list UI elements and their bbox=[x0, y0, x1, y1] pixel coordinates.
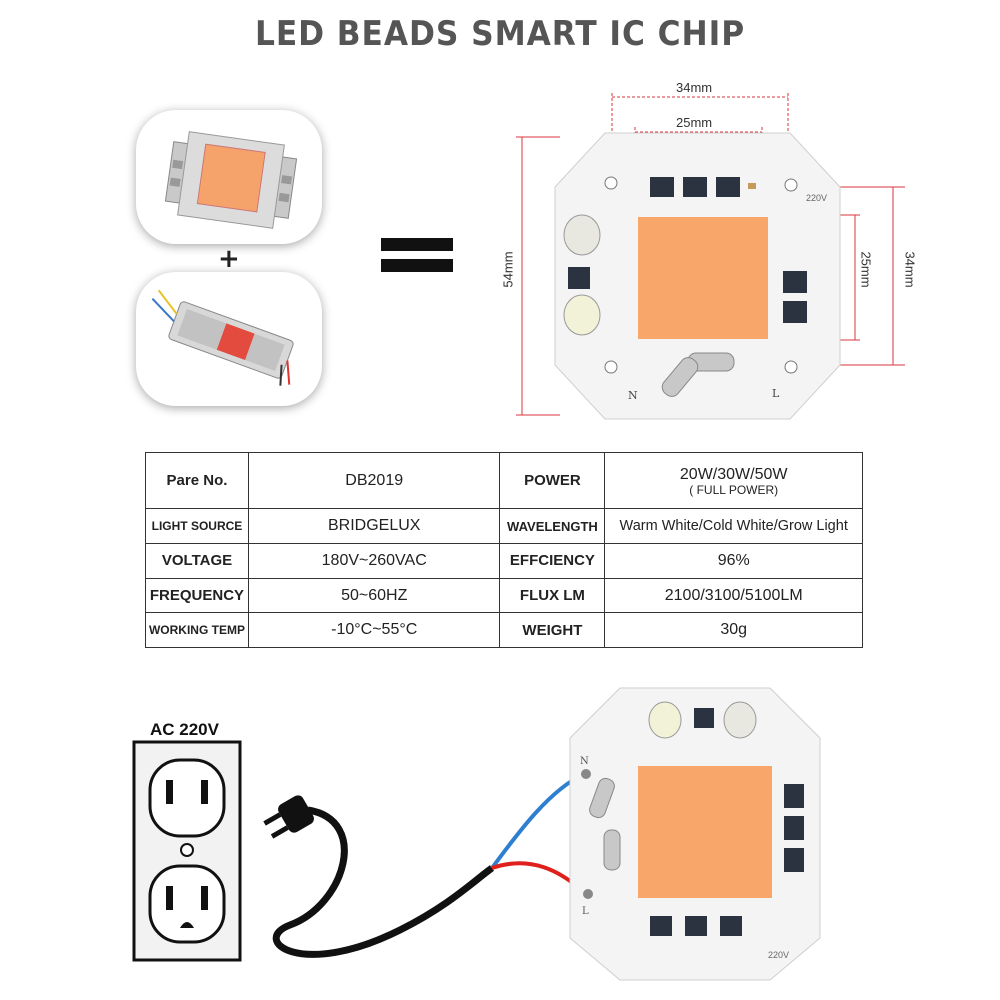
solder-pad-n bbox=[581, 769, 591, 779]
spec-key: VOLTAGE bbox=[145, 543, 249, 579]
ic-chip bbox=[784, 816, 804, 840]
ic-chip bbox=[720, 916, 742, 936]
table-row: Pare No. DB2019 POWER 20W/30W/50W ( FULL… bbox=[145, 451, 863, 510]
capacitor bbox=[648, 701, 682, 739]
ic-chip bbox=[784, 784, 804, 808]
spec-key: FLUX LM bbox=[499, 577, 606, 614]
ic-chip-board-diagram: N L 220V bbox=[516, 93, 905, 420]
ic-chip bbox=[783, 271, 807, 293]
power-cable bbox=[272, 806, 495, 958]
dim-inner-height: 25mm bbox=[858, 251, 874, 288]
wiring-led-square bbox=[638, 766, 772, 898]
table-row: LIGHT SOURCE BRIDGELUX WAVELENGTH Warm W… bbox=[145, 508, 863, 545]
outlet-socket-top bbox=[148, 758, 226, 838]
dim-outer-width: 34mm bbox=[676, 80, 713, 95]
spec-value: BRIDGELUX bbox=[247, 508, 501, 545]
spec-value: 96% bbox=[604, 543, 863, 579]
ic-chip bbox=[650, 177, 674, 197]
mount-hole bbox=[604, 176, 618, 190]
smd-part bbox=[748, 183, 756, 189]
table-row: WORKING TEMP -10°C~55°C WEIGHT 30g bbox=[145, 612, 863, 648]
resistor bbox=[589, 777, 615, 819]
cob-chip-image bbox=[164, 131, 298, 229]
spec-key: EFFCIENCY bbox=[499, 543, 606, 579]
spec-key: LIGHT SOURCE bbox=[145, 508, 249, 545]
power-note: ( FULL POWER) bbox=[689, 482, 779, 497]
spec-table: Pare No. DB2019 POWER 20W/30W/50W ( FULL… bbox=[145, 451, 863, 648]
dim-outer-height: 34mm bbox=[902, 251, 918, 288]
resistor bbox=[661, 357, 699, 397]
spec-key: Pare No. bbox=[145, 451, 249, 510]
live-label: L bbox=[582, 906, 589, 917]
capacitor bbox=[563, 214, 601, 256]
plus-sign: + bbox=[218, 244, 240, 274]
ic-chip bbox=[783, 301, 807, 323]
spec-key: FREQUENCY bbox=[145, 577, 249, 614]
live-label: L bbox=[772, 387, 780, 400]
spec-value: 180V~260VAC bbox=[247, 543, 501, 579]
power-plug bbox=[263, 795, 314, 839]
supply-label: AC 220V bbox=[150, 720, 219, 739]
neutral-label: N bbox=[628, 389, 638, 402]
mount-hole bbox=[784, 360, 798, 374]
spec-value: 30g bbox=[604, 612, 863, 648]
outlet-screw bbox=[180, 843, 194, 857]
capacitor bbox=[563, 294, 601, 336]
page-title: LED BEADS SMART IC CHIP bbox=[254, 14, 746, 54]
led-square bbox=[638, 217, 768, 339]
spec-key: WORKING TEMP bbox=[145, 612, 249, 648]
ic-chip bbox=[685, 916, 707, 936]
cob-chip-card bbox=[136, 110, 322, 244]
solder-pad-l bbox=[583, 889, 593, 899]
ic-chip bbox=[568, 267, 590, 289]
wiring-diagram: N L 220V bbox=[132, 687, 821, 981]
ic-chip bbox=[716, 177, 740, 197]
mount-hole bbox=[784, 178, 798, 192]
ic-chip bbox=[784, 848, 804, 872]
neutral-label: N bbox=[580, 756, 589, 767]
spec-value: 2100/3100/5100LM bbox=[604, 577, 863, 614]
power-value: 20W/30W/50W bbox=[679, 465, 788, 483]
voltage-mark: 220V bbox=[806, 193, 827, 203]
dim-total-height: 54mm bbox=[500, 251, 516, 288]
equals-sign-top bbox=[381, 238, 453, 251]
ic-chip bbox=[683, 177, 707, 197]
table-row: VOLTAGE 180V~260VAC EFFCIENCY 96% bbox=[145, 543, 863, 579]
mount-hole bbox=[604, 360, 618, 374]
driver-card bbox=[136, 272, 322, 406]
equals-sign-bottom bbox=[381, 259, 453, 272]
spec-value: DB2019 bbox=[247, 451, 501, 510]
led-driver-image bbox=[151, 289, 294, 386]
spec-key: WEIGHT bbox=[499, 612, 606, 648]
spec-value: 50~60HZ bbox=[247, 577, 501, 614]
ic-chip bbox=[694, 708, 714, 728]
capacitor bbox=[723, 701, 757, 739]
voltage-mark: 220V bbox=[768, 950, 789, 960]
outlet-socket-bottom bbox=[148, 864, 226, 944]
table-row: FREQUENCY 50~60HZ FLUX LM 2100/3100/5100… bbox=[145, 577, 863, 614]
spec-value-power: 20W/30W/50W ( FULL POWER) bbox=[604, 451, 863, 510]
resistor bbox=[603, 829, 621, 871]
spec-value: Warm White/Cold White/Grow Light bbox=[604, 508, 863, 545]
spec-key: POWER bbox=[499, 451, 606, 510]
spec-key: WAVELENGTH bbox=[499, 508, 606, 545]
ic-chip bbox=[650, 916, 672, 936]
spec-value: -10°C~55°C bbox=[247, 612, 501, 648]
dim-inner-width: 25mm bbox=[676, 115, 713, 130]
